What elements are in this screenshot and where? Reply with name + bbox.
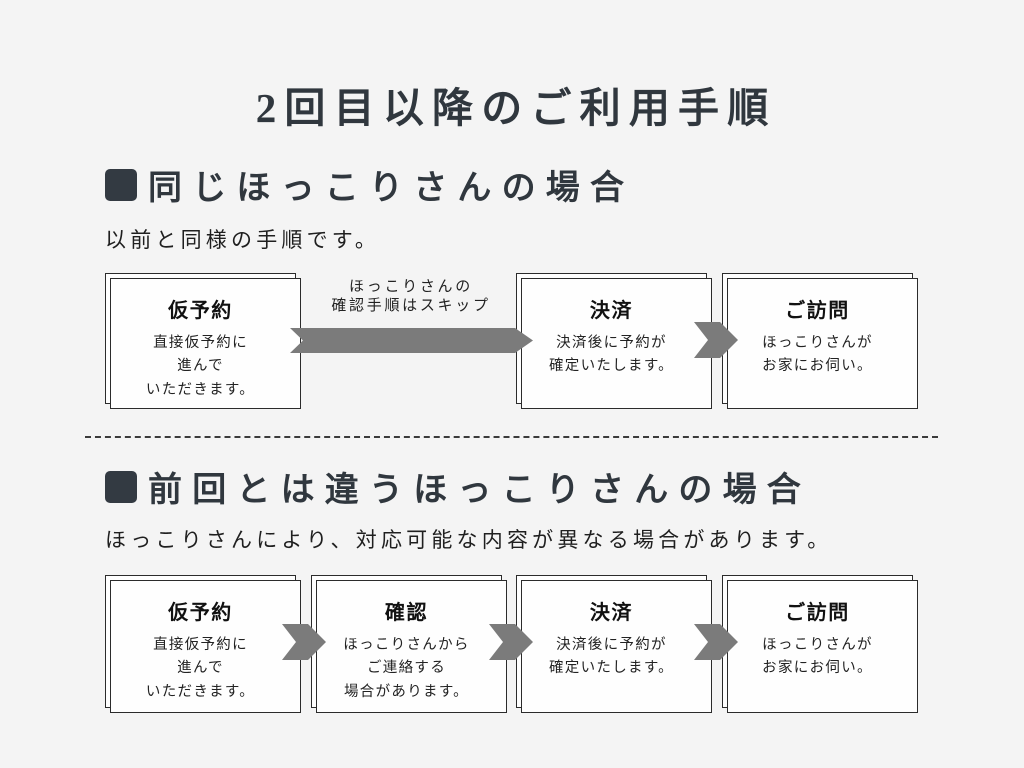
- section-1-heading-text: 同じほっこりさんの場合: [148, 170, 635, 207]
- step-body: 決済後に予約が 確定いたします。: [549, 335, 674, 375]
- step-body: ほっこりさんから ご連絡する 場合があります。: [343, 637, 470, 700]
- section-1-heading: 同じほっこりさんの場合: [105, 160, 634, 209]
- flow-arrow-icon: [694, 624, 738, 660]
- flow-arrow-icon: [282, 624, 326, 660]
- step-body: 直接仮予約に 進んで いただきます。: [145, 637, 256, 700]
- step-title: 決済: [589, 300, 634, 322]
- step-title: ご訪問: [785, 300, 850, 322]
- section-2-subheading: ほっこりさんにより、対応可能な内容が異なる場合があります。: [105, 528, 833, 552]
- step-box-payment: 決済 決済後に予約が 確定いたします。: [516, 273, 712, 409]
- step-box-visit: ご訪問 ほっこりさんが お家にお伺い。: [722, 273, 918, 409]
- step-title: 仮予約: [168, 300, 233, 322]
- section-2-heading-text: 前回とは違うほっこりさんの場合: [148, 472, 811, 509]
- step-body: 決済後に予約が 確定いたします。: [549, 637, 674, 677]
- flow-arrow-icon: [694, 322, 738, 358]
- step-box-provisional-reservation: 仮予約 直接仮予約に 進んで いただきます。: [105, 273, 301, 409]
- section-1-subheading: 以前と同様の手順です。: [105, 228, 381, 252]
- step-title: 決済: [589, 602, 634, 624]
- step-body: ほっこりさんが お家にお伺い。: [762, 637, 873, 677]
- square-bullet-icon: [105, 470, 137, 503]
- step-box-provisional-reservation: 仮予約 直接仮予約に 進んで いただきます。: [105, 575, 301, 713]
- step-body: 直接仮予約に 進んで いただきます。: [145, 335, 256, 398]
- step-box-confirmation: 確認 ほっこりさんから ご連絡する 場合があります。: [311, 575, 507, 713]
- flow-arrow-icon: [489, 624, 533, 660]
- step-title: ご訪問: [785, 602, 850, 624]
- step-title: 仮予約: [168, 602, 233, 624]
- section-2-heading: 前回とは違うほっこりさんの場合: [105, 462, 811, 511]
- skip-note: ほっこりさんの 確認手順はスキップ: [331, 279, 491, 314]
- step-title: 確認: [384, 602, 429, 624]
- step-box-payment: 決済 決済後に予約が 確定いたします。: [516, 575, 712, 713]
- page-title: 2回目以降のご利用手順: [255, 85, 777, 131]
- step-body: ほっこりさんが お家にお伺い。: [762, 335, 873, 375]
- step-box-visit: ご訪問 ほっこりさんが お家にお伺い。: [722, 575, 918, 713]
- square-bullet-icon: [105, 168, 137, 201]
- long-flow-arrow-icon: [290, 328, 533, 353]
- section-divider: [85, 436, 938, 438]
